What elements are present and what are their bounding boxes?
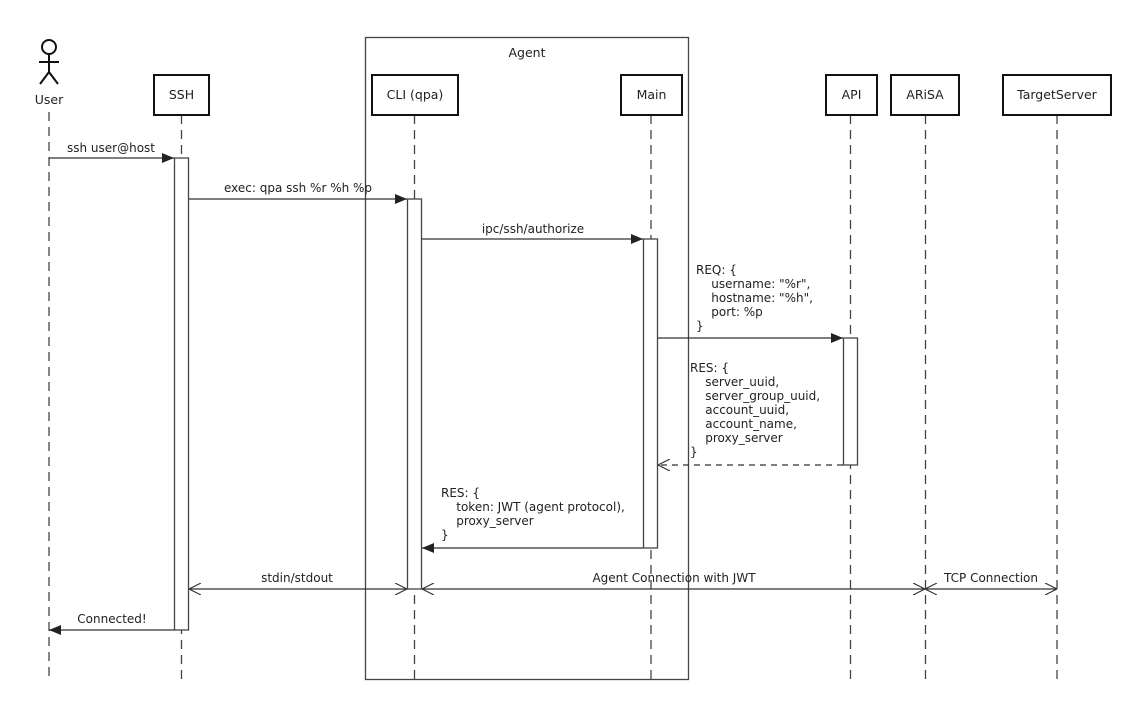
- agent-frame: Agent: [364, 36, 690, 681]
- res-token-line: proxy_server: [441, 514, 534, 528]
- message-label-req: REQ: { username: "%r", hostname: "%h", p…: [696, 263, 813, 333]
- participant-label: CLI (qpa): [387, 87, 444, 102]
- res-line: server_uuid,: [690, 375, 779, 389]
- res-line: server_group_uuid,: [690, 389, 820, 403]
- participant-label: ARiSA: [906, 87, 944, 102]
- activation-main: [642, 238, 659, 549]
- res-line: RES: {: [690, 361, 729, 375]
- actor-user-label: User: [35, 92, 64, 107]
- stick-figure-icon: [39, 39, 59, 85]
- participant-box: [371, 74, 459, 116]
- message-label-agent-connection: Agent Connection with JWT: [592, 571, 756, 585]
- participant-label: API: [842, 87, 862, 102]
- activation-cli: [406, 198, 423, 590]
- req-line: }: [696, 319, 704, 333]
- participant-label: Main: [637, 87, 667, 102]
- res-token-line: RES: {: [441, 486, 480, 500]
- participant-ssh[interactable]: SSH: [153, 74, 210, 116]
- participant-arisa[interactable]: ARiSA: [890, 74, 960, 116]
- activation-ssh: [173, 157, 190, 631]
- participant-box: [825, 74, 878, 116]
- lifelines: [48, 112, 1058, 680]
- participant-label: TargetServer: [1016, 87, 1098, 102]
- participant-api[interactable]: API: [825, 74, 878, 116]
- agent-frame-border: [364, 36, 690, 681]
- req-line: REQ: {: [696, 263, 737, 277]
- res-line: account_name,: [690, 417, 797, 431]
- res-token-line: token: JWT (agent protocol),: [441, 500, 625, 514]
- participant-box: [890, 74, 960, 116]
- participant-box: [1002, 74, 1112, 116]
- res-line: }: [690, 445, 698, 459]
- res-line: proxy_server: [690, 431, 783, 445]
- participant-label: SSH: [169, 87, 194, 102]
- participant-box: [620, 74, 683, 116]
- message-label-res-token: RES: { token: JWT (agent protocol), prox…: [441, 486, 625, 542]
- message-label-ssh-user-host: ssh user@host: [67, 141, 155, 155]
- messages: [49, 153, 1057, 635]
- activation-api: [842, 337, 859, 466]
- message-label-tcp-connection: TCP Connection: [943, 571, 1038, 585]
- activations: [173, 157, 859, 631]
- req-line: port: %p: [696, 305, 763, 319]
- participant-target[interactable]: TargetServer: [1002, 74, 1112, 116]
- participant-main[interactable]: Main: [620, 74, 683, 116]
- participant-cli[interactable]: CLI (qpa): [371, 74, 459, 116]
- req-line: username: "%r",: [696, 277, 810, 291]
- req-line: hostname: "%h",: [696, 291, 813, 305]
- actor-user[interactable]: User: [35, 39, 64, 107]
- participant-box: [153, 74, 210, 116]
- res-token-line: }: [441, 528, 449, 542]
- message-label-exec-qpa: exec: qpa ssh %r %h %p: [224, 181, 372, 195]
- message-label-stdin-stdout: stdin/stdout: [261, 571, 333, 585]
- message-label-res-api: RES: { server_uuid, server_group_uuid, a…: [690, 361, 820, 459]
- agent-frame-label: Agent: [509, 45, 546, 60]
- message-labels: ssh user@host exec: qpa ssh %r %h %p ipc…: [67, 141, 1038, 626]
- message-label-connected: Connected!: [77, 612, 146, 626]
- message-label-ipc-authorize: ipc/ssh/authorize: [482, 222, 584, 236]
- res-line: account_uuid,: [690, 403, 789, 417]
